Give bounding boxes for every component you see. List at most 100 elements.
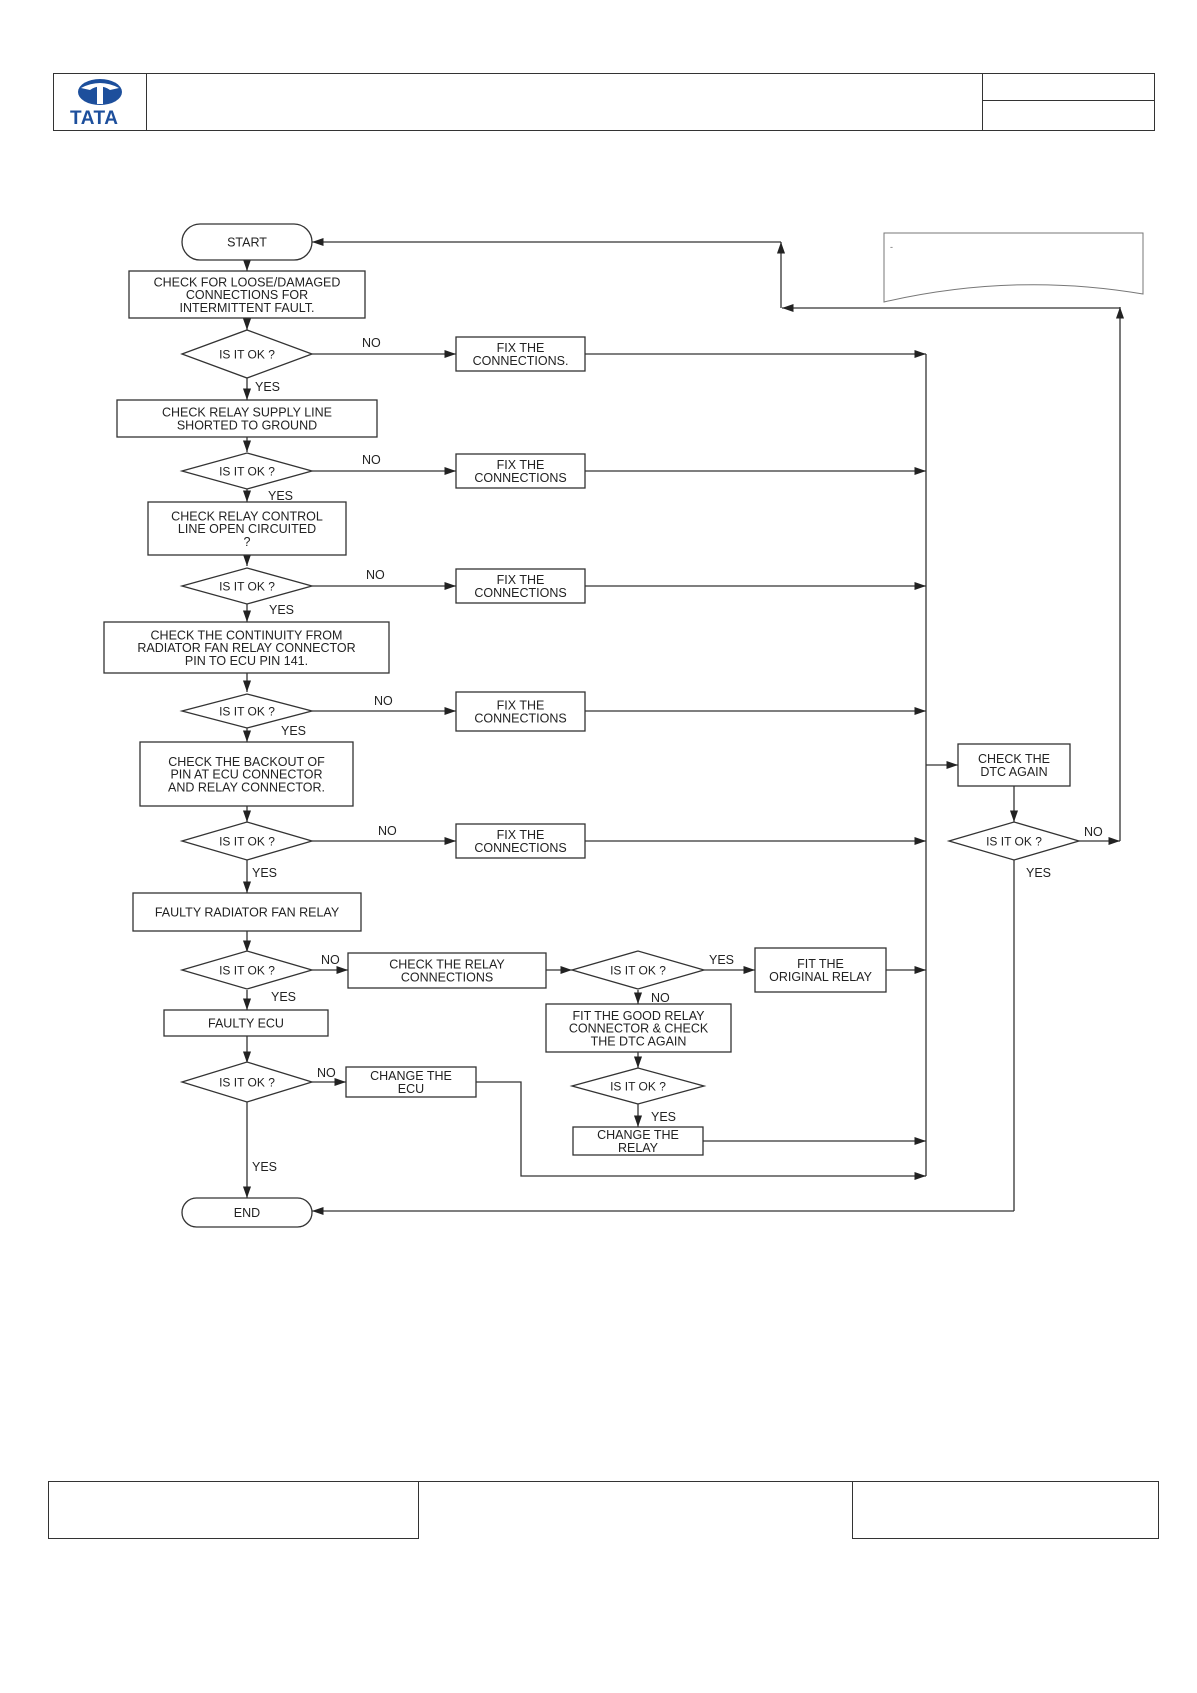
start-terminal-line-1: START bbox=[227, 236, 267, 250]
label-yes-1: YES bbox=[255, 380, 280, 394]
check-supply-box-line-2: SHORTED TO GROUND bbox=[177, 418, 317, 432]
label-no-1: NO bbox=[362, 336, 381, 350]
label-no-5: NO bbox=[378, 824, 397, 838]
check-continuity-box-line-3: PIN TO ECU PIN 141. bbox=[185, 654, 308, 668]
decision-4-line-1: IS IT OK ? bbox=[219, 704, 275, 718]
check-continuity-box-line-2: RADIATOR FAN RELAY CONNECTOR bbox=[137, 641, 355, 655]
header-right-cell bbox=[982, 74, 1154, 130]
check-relay-connections-box-line-1: CHECK THE RELAY bbox=[389, 958, 505, 972]
fix-connections-box-4-line-1: FIX THE bbox=[497, 699, 545, 713]
check-continuity-box bbox=[103, 621, 390, 674]
decision-5-line-1: IS IT OK ? bbox=[219, 834, 275, 848]
tata-logo-icon bbox=[78, 79, 122, 105]
logo-text: TATA bbox=[70, 108, 119, 129]
fix-connections-box-5-line-2: CONNECTIONS bbox=[474, 841, 566, 855]
decision-4 bbox=[179, 693, 315, 729]
label-yes-10: YES bbox=[1026, 866, 1051, 880]
label-yes-4: YES bbox=[281, 724, 306, 738]
check-backout-box-line-2: PIN AT ECU CONNECTOR bbox=[170, 768, 322, 782]
change-relay-box-line-2: RELAY bbox=[618, 1141, 659, 1155]
label-yes-8: YES bbox=[709, 953, 734, 967]
decision-10 bbox=[946, 821, 1082, 861]
label-no-4: NO bbox=[374, 694, 393, 708]
check-loose-box-line-3: INTERMITTENT FAULT. bbox=[180, 301, 315, 315]
note-text: - bbox=[890, 242, 893, 252]
fit-original-relay-box-line-1: FIT THE bbox=[797, 957, 844, 971]
decision-8 bbox=[569, 950, 707, 990]
start-terminal bbox=[181, 223, 313, 261]
decision-1-line-1: IS IT OK ? bbox=[219, 347, 275, 361]
label-no-3: NO bbox=[366, 568, 385, 582]
note-box bbox=[883, 232, 1144, 303]
fix-connections-box-4 bbox=[455, 691, 586, 732]
end-terminal bbox=[181, 1197, 313, 1228]
footer-middle-cell bbox=[418, 1481, 853, 1539]
fix-connections-box-1-line-2: CONNECTIONS. bbox=[473, 354, 569, 368]
check-backout-box-line-3: AND RELAY CONNECTOR. bbox=[168, 780, 325, 794]
fit-original-relay-box bbox=[754, 947, 887, 993]
check-loose-box bbox=[128, 270, 366, 319]
check-continuity-box-line-1: CHECK THE CONTINUITY FROM bbox=[151, 628, 343, 642]
check-control-box-line-2: LINE OPEN CIRCUITED bbox=[178, 522, 316, 536]
label-no-7: NO bbox=[317, 1066, 336, 1080]
fix-connections-box-2-line-1: FIX THE bbox=[497, 458, 545, 472]
faulty-relay-box-line-1: FAULTY RADIATOR FAN RELAY bbox=[155, 906, 340, 920]
faulty-ecu-box bbox=[163, 1009, 329, 1037]
decision-2-line-1: IS IT OK ? bbox=[219, 464, 275, 478]
fix-connections-box-2-line-2: CONNECTIONS bbox=[474, 471, 566, 485]
header-right-divider bbox=[983, 100, 1154, 101]
check-supply-box-line-1: CHECK RELAY SUPPLY LINE bbox=[162, 406, 332, 420]
label-no-8: NO bbox=[651, 991, 670, 1005]
end-terminal-line-1: END bbox=[234, 1206, 260, 1220]
check-loose-box-line-2: CONNECTIONS FOR bbox=[186, 288, 308, 302]
decision-3 bbox=[179, 567, 315, 605]
document-header: TATA bbox=[53, 73, 1155, 131]
decision-9-line-1: IS IT OK ? bbox=[610, 1079, 666, 1093]
fit-good-relay-box bbox=[545, 1003, 732, 1053]
fix-connections-box-3-line-2: CONNECTIONS bbox=[474, 586, 566, 600]
decision-9 bbox=[569, 1067, 707, 1105]
edge-change-ecu-collector bbox=[476, 1081, 926, 1181]
logo-cell: TATA bbox=[54, 74, 147, 130]
check-loose-box-line-1: CHECK FOR LOOSE/DAMAGED bbox=[154, 275, 341, 289]
connector-lines bbox=[242, 237, 1125, 1216]
change-relay-box bbox=[572, 1126, 704, 1156]
check-relay-connections-box-line-2: CONNECTIONS bbox=[401, 970, 493, 984]
change-ecu-box-line-1: CHANGE THE bbox=[370, 1069, 452, 1083]
fit-good-relay-box-line-2: CONNECTOR & CHECK bbox=[569, 1022, 709, 1036]
fix-connections-box-1-line-1: FIX THE bbox=[497, 341, 545, 355]
footer-right-cell bbox=[852, 1481, 1159, 1539]
label-yes-3: YES bbox=[269, 603, 294, 617]
decision-6-line-1: IS IT OK ? bbox=[219, 963, 275, 977]
decision-6 bbox=[179, 950, 315, 990]
decision-7-line-1: IS IT OK ? bbox=[219, 1075, 275, 1089]
decision-7 bbox=[179, 1061, 315, 1103]
footer-left-cell bbox=[48, 1481, 419, 1539]
fix-connections-box-3 bbox=[455, 568, 586, 604]
fix-connections-box-3-line-1: FIX THE bbox=[497, 573, 545, 587]
label-yes-7: YES bbox=[252, 1160, 277, 1174]
change-ecu-box-line-2: ECU bbox=[398, 1082, 424, 1096]
decision-8-line-1: IS IT OK ? bbox=[610, 963, 666, 977]
faulty-relay-box bbox=[132, 892, 362, 932]
change-ecu-box bbox=[345, 1066, 477, 1098]
fix-connections-box-1 bbox=[455, 336, 586, 372]
label-yes-9: YES bbox=[651, 1110, 676, 1124]
flowchart-shapes: START CHECK FOR LOOSE/DAMAGEDCONNECTIONS … bbox=[103, 223, 1103, 1228]
check-supply-box bbox=[116, 399, 378, 438]
fix-connections-box-5 bbox=[455, 823, 586, 859]
fit-original-relay-box-line-2: ORIGINAL RELAY bbox=[769, 970, 872, 984]
fix-connections-box-4-line-2: CONNECTIONS bbox=[474, 711, 566, 725]
check-dtc-box bbox=[957, 743, 1071, 787]
fit-good-relay-box-line-3: THE DTC AGAIN bbox=[591, 1034, 687, 1048]
check-dtc-box-line-1: CHECK THE bbox=[978, 752, 1050, 766]
decision-3-line-1: IS IT OK ? bbox=[219, 579, 275, 593]
check-control-box bbox=[147, 501, 347, 556]
decision-2 bbox=[179, 452, 315, 490]
fit-good-relay-box-line-1: FIT THE GOOD RELAY bbox=[573, 1009, 706, 1023]
label-no-6: NO bbox=[321, 953, 340, 967]
faulty-ecu-box-line-1: FAULTY ECU bbox=[208, 1017, 284, 1031]
check-control-box-line-3: ? bbox=[244, 535, 251, 549]
label-no-10: NO bbox=[1084, 825, 1103, 839]
